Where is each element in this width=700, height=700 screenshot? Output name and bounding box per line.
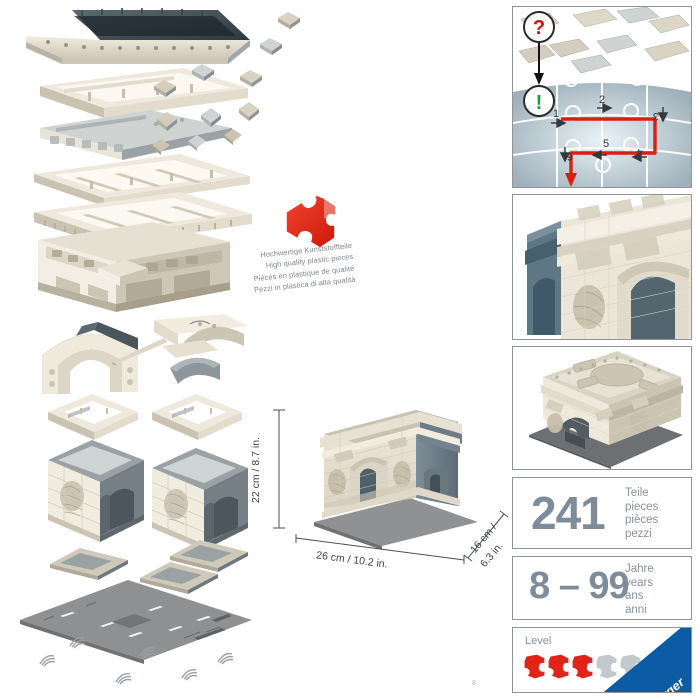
part-arch-vault-left (36, 320, 144, 404)
part-road-base-plate (16, 576, 256, 664)
level-piece-5 (619, 653, 642, 680)
clip-piece (276, 8, 302, 32)
clip-piece (236, 98, 262, 124)
age-range-box: 8 – 99 Jahre years ans anni (512, 556, 692, 620)
pieces-word-de: Teile (625, 487, 649, 499)
clip-piece (152, 76, 178, 100)
photo-arch-closeup (512, 194, 692, 340)
part-inner-panel (96, 256, 150, 290)
step-number-4: 4 (637, 146, 643, 158)
part-upper-frame (34, 62, 252, 122)
part-pillar-left (44, 434, 148, 546)
part-base-frame-right (148, 388, 246, 444)
clip-piece (258, 34, 284, 58)
step-number-1: 1 (553, 108, 559, 120)
piece-count-box: 241 Teile pieces pièces pezzi (512, 477, 692, 549)
clip-piece (150, 136, 172, 158)
level-piece-4 (595, 653, 618, 680)
level-piece-3 (571, 653, 594, 680)
piece-count-words: Teile pieces pièces pezzi (625, 487, 658, 541)
exploded-assembly-diagram (16, 6, 302, 686)
pieces-word-fr: pièces (625, 514, 659, 527)
step-number-5: 5 (603, 138, 609, 150)
question-mark-glyph: ? (533, 17, 545, 39)
ground-clip (66, 632, 88, 650)
dimension-line-depth (463, 510, 509, 562)
pieces-word-it: pezzi (625, 527, 652, 540)
red-puzzle-piece-icon (280, 192, 340, 254)
part-mid-frame-plate (30, 148, 254, 210)
clip-piece (186, 132, 208, 154)
part-stand-c (166, 534, 252, 574)
assembly-instruction-panel: ? ! 1 2 3 4 5 6 (512, 6, 692, 188)
part-strut (110, 336, 170, 366)
level-piece-2 (547, 653, 570, 680)
clip-piece (198, 104, 224, 130)
clip-piece (154, 108, 180, 134)
ground-clip (214, 648, 236, 666)
part-base-frame-left (44, 388, 142, 444)
part-pillar-right (148, 442, 252, 554)
age-words: Jahre years ans anni (625, 563, 654, 617)
step-number-2: 2 (599, 94, 605, 106)
level-piece-1 (523, 653, 546, 680)
part-arch-vault-right (148, 312, 252, 398)
age-range-value: 8 – 99 (529, 565, 630, 607)
difficulty-level-box: Level Ravensburger (512, 627, 692, 693)
clip-piece (222, 126, 244, 148)
assembled-model-arc-de-triomphe (306, 394, 482, 550)
part-stand-b (136, 556, 222, 596)
age-word-de: Jahre (625, 563, 654, 575)
piece-count-number: 241 (531, 487, 606, 539)
exclamation-mark-glyph: ! (536, 92, 543, 114)
pieces-word-en: pieces (625, 500, 659, 513)
age-word-it: anni (625, 603, 647, 616)
page-number: 8 (472, 680, 476, 687)
dimension-line-width (295, 534, 465, 564)
age-word-fr: ans (625, 590, 644, 603)
ground-clip (136, 642, 158, 660)
part-roof-crown (22, 6, 252, 72)
ground-clip (36, 650, 58, 668)
ground-clip (112, 668, 134, 686)
step-number-6: 6 (567, 150, 573, 162)
step-number-3: 3 (653, 110, 659, 122)
age-word-en: years (625, 576, 654, 589)
photo-model-topview (512, 346, 692, 470)
level-rating-icons (523, 653, 642, 680)
part-stand-a (46, 542, 132, 582)
dimension-line-height (273, 409, 285, 529)
ground-clip (178, 664, 200, 682)
clip-piece (190, 60, 216, 84)
dimension-height-label: 22 cm / 8.7 in. (250, 437, 262, 503)
level-label: Level (525, 635, 552, 647)
clip-piece (238, 66, 264, 90)
part-cornice-ring (36, 106, 236, 164)
